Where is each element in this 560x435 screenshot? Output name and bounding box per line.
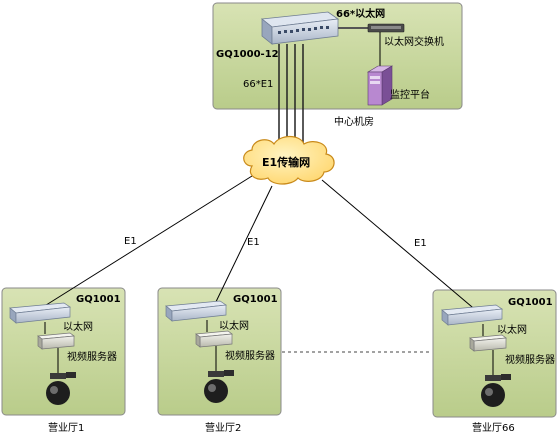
hall-66-name: 营业厅66 bbox=[472, 423, 515, 434]
video-server-icon bbox=[195, 330, 233, 348]
hall-1-devices bbox=[9, 302, 76, 405]
gq1000-label: GQ1000-12 bbox=[216, 49, 279, 60]
hall-1-name: 营业厅1 bbox=[48, 423, 85, 434]
cloud-label: E1传输网 bbox=[262, 156, 311, 169]
monitoring-platform-icon bbox=[366, 65, 394, 106]
e1-count-label: 66*E1 bbox=[243, 79, 274, 90]
dome-camera-icon bbox=[481, 374, 511, 407]
video-server-icon bbox=[37, 332, 75, 350]
hall-2-devices bbox=[165, 300, 234, 403]
link-right-label: E1 bbox=[414, 238, 427, 249]
hall-2-device-label: GQ1001 bbox=[233, 294, 278, 305]
e1-network-cloud-icon bbox=[243, 135, 335, 185]
dome-camera-icon bbox=[46, 372, 76, 405]
hall-66-devices bbox=[441, 304, 511, 407]
hall-1-device-label: GQ1001 bbox=[76, 294, 121, 305]
hall-1-ethernet-label: 以太网 bbox=[63, 322, 93, 333]
hall-2-name: 营业厅2 bbox=[205, 423, 242, 434]
ethernet-switch-icon bbox=[367, 23, 405, 33]
ethernet-count-label: 66*以太网 bbox=[336, 9, 386, 20]
ethernet-switch-label: 以太网交换机 bbox=[384, 37, 444, 48]
e1-trunk-lines bbox=[278, 44, 304, 150]
center-room-label: 中心机房 bbox=[334, 117, 374, 128]
link-to-hall-66 bbox=[321, 179, 479, 313]
link-to-hall-2 bbox=[211, 185, 273, 311]
link-middle-label: E1 bbox=[247, 237, 260, 248]
link-left-label: E1 bbox=[124, 236, 137, 247]
hall-2-panel bbox=[157, 287, 282, 416]
hall-66-device-label: GQ1001 bbox=[508, 297, 553, 308]
hall-1-server-label: 视频服务器 bbox=[67, 352, 117, 363]
hall-2-server-label: 视频服务器 bbox=[225, 351, 275, 362]
hall-66-server-label: 视频服务器 bbox=[505, 355, 555, 366]
video-server-icon bbox=[469, 334, 507, 352]
hall-66-ethernet-label: 以太网 bbox=[497, 325, 527, 336]
gq1001-device-icon bbox=[9, 302, 71, 324]
gq1001-device-icon bbox=[441, 304, 503, 326]
dome-camera-icon bbox=[204, 370, 234, 403]
gq1001-device-icon bbox=[165, 300, 227, 322]
link-to-hall-1 bbox=[34, 175, 253, 313]
hall-2-ethernet-label: 以太网 bbox=[219, 321, 249, 332]
monitoring-platform-label: 监控平台 bbox=[390, 90, 430, 101]
gq1000-device-icon bbox=[260, 11, 340, 45]
